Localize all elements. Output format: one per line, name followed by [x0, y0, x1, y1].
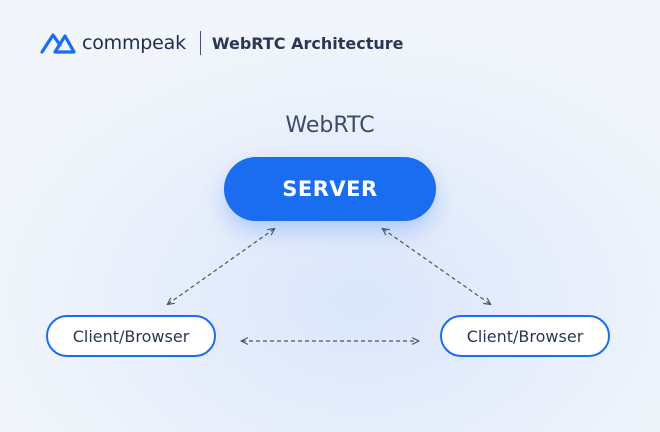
server-node: SERVER: [224, 157, 436, 221]
server-label: SERVER: [282, 177, 378, 201]
client-node-right: Client/Browser: [440, 315, 610, 357]
edge-server-client-right: [383, 229, 490, 304]
edge-server-client-left: [168, 229, 274, 304]
header: commpeak WebRTC Architecture: [40, 28, 404, 58]
client-right-label: Client/Browser: [466, 326, 584, 346]
client-left-label: Client/Browser: [72, 326, 190, 346]
commpeak-logo-icon: [40, 33, 76, 54]
page-title: WebRTC Architecture: [211, 33, 404, 53]
diagram-title: WebRTC: [285, 113, 375, 138]
brand-name: commpeak: [82, 32, 186, 54]
client-node-left: Client/Browser: [46, 315, 216, 357]
header-divider: [199, 31, 201, 55]
